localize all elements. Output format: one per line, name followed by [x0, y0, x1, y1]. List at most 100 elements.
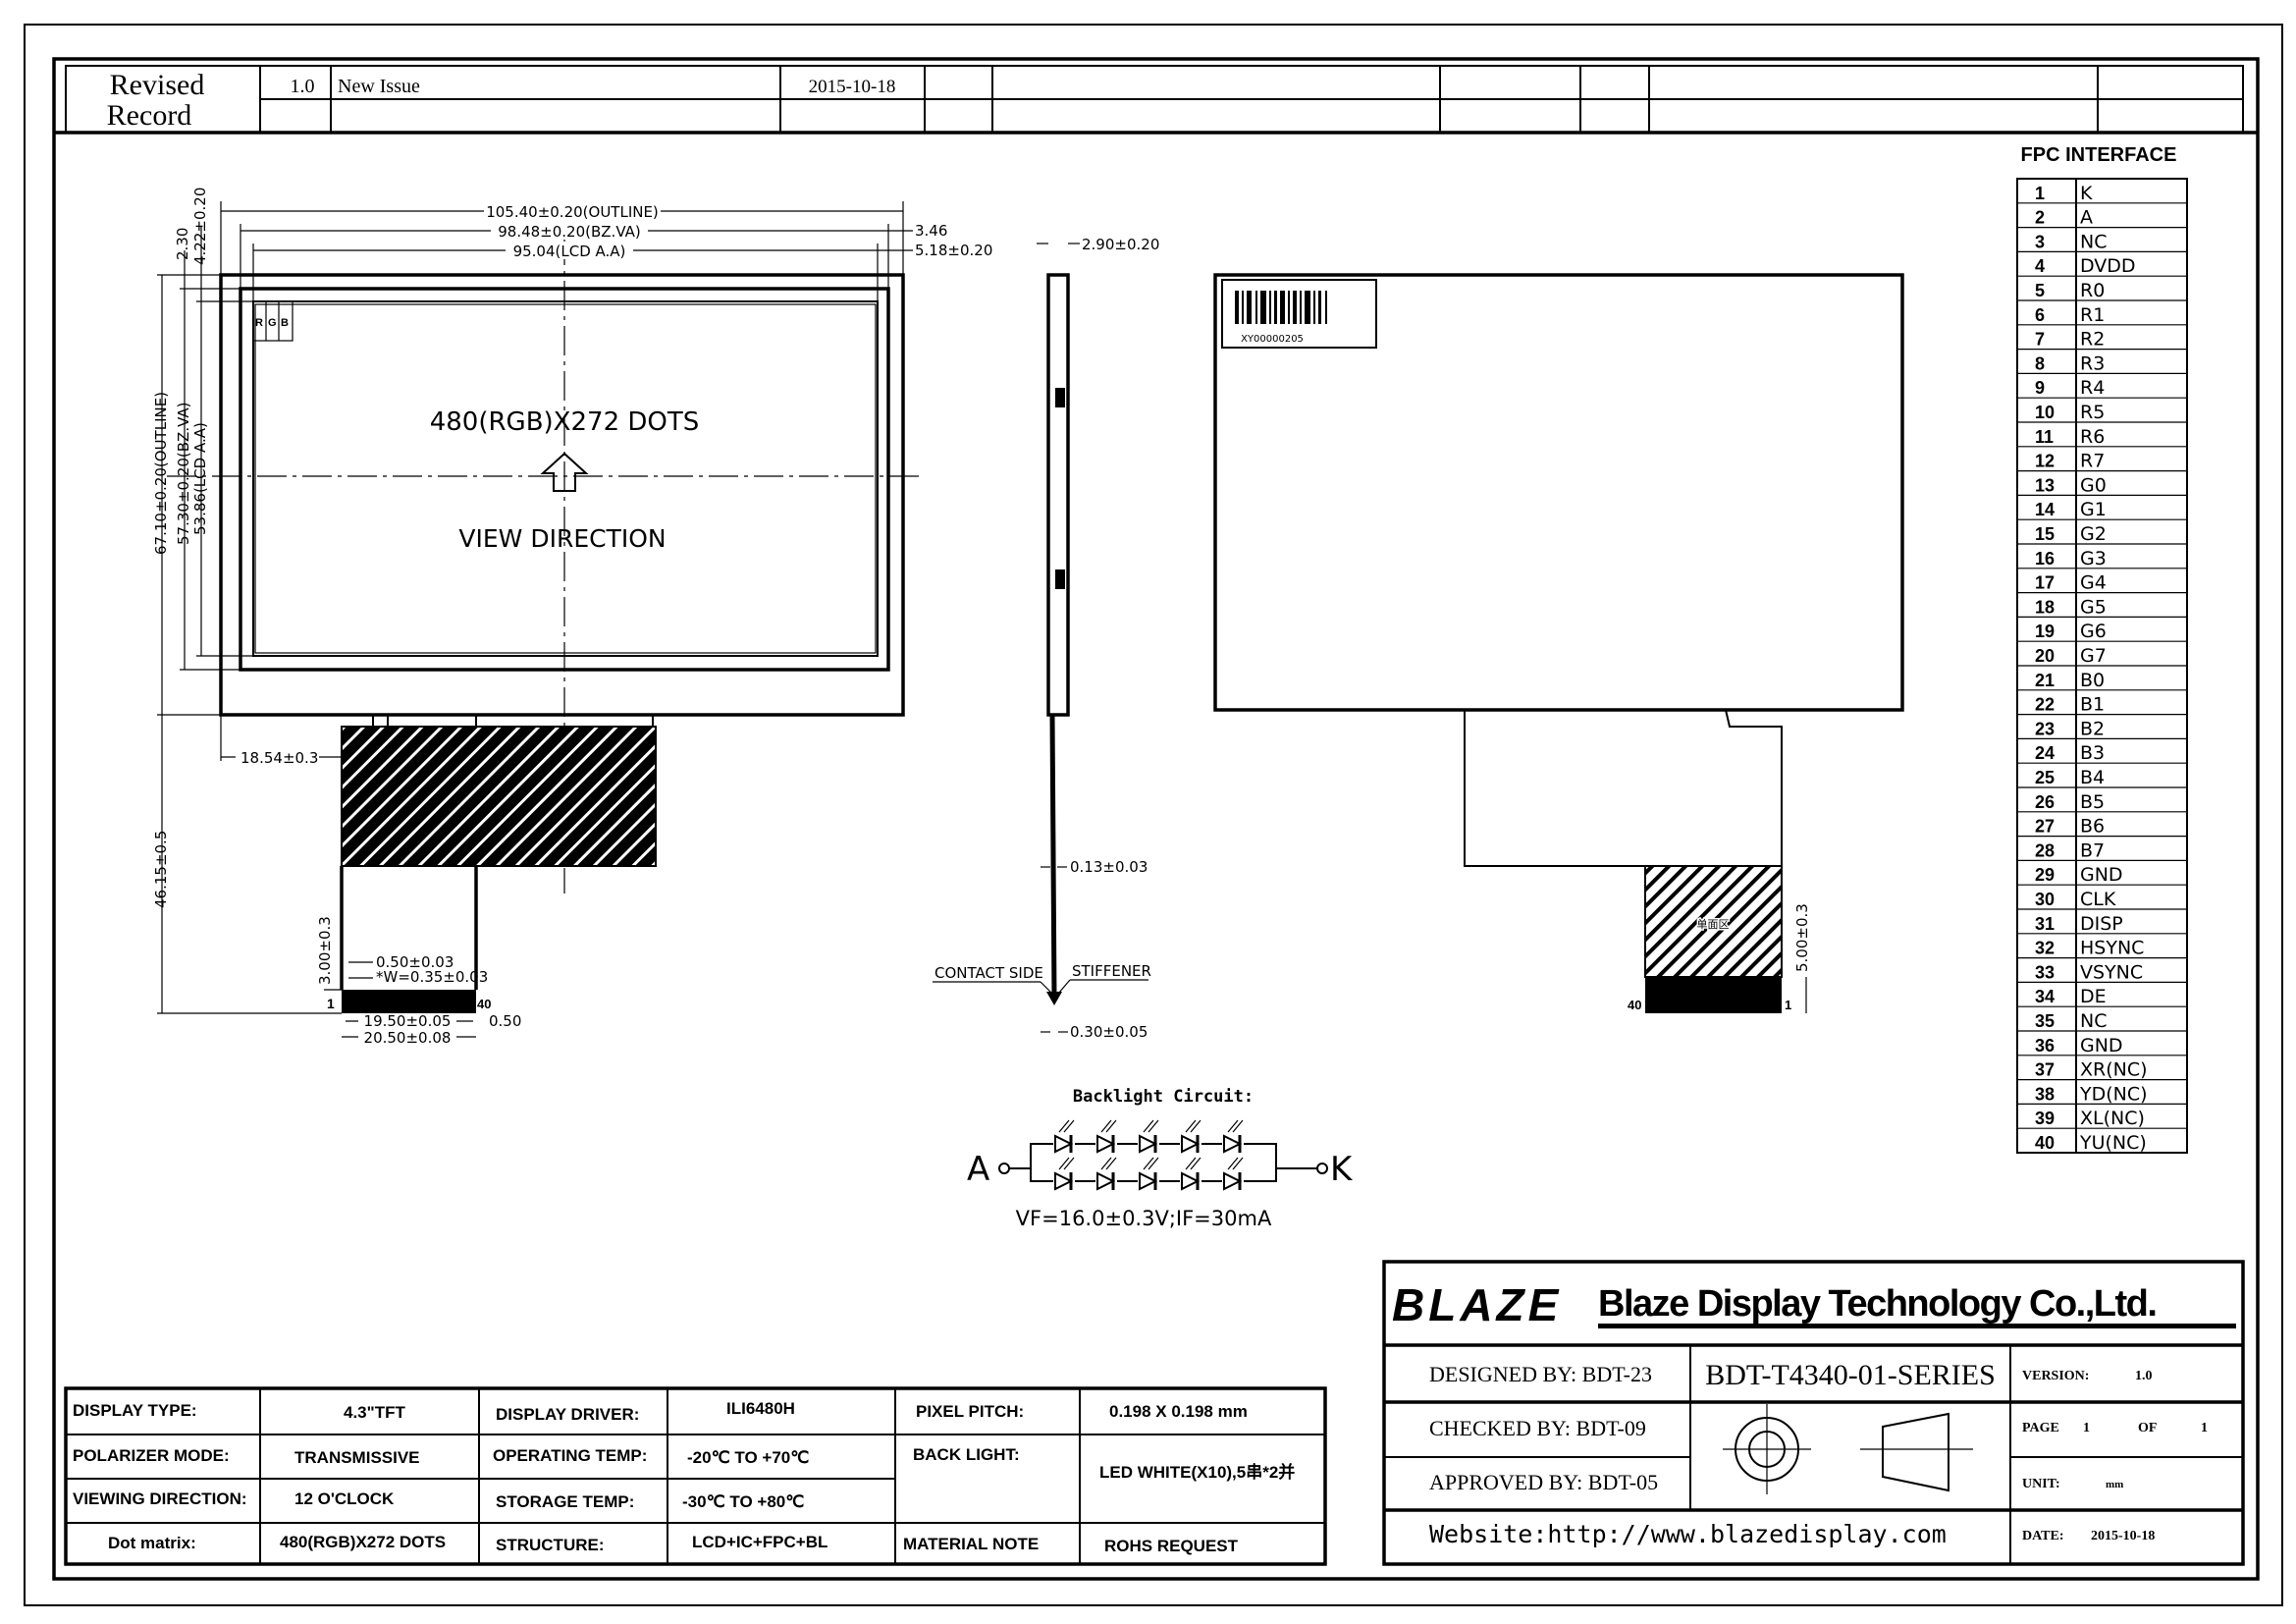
view-direction-label: VIEW DIRECTION: [458, 524, 666, 553]
spec-value: ROHS REQUEST: [1104, 1537, 1239, 1555]
pin-number: 38: [2035, 1084, 2055, 1104]
pin-number: 26: [2035, 792, 2055, 812]
pin-number: 3: [2035, 232, 2045, 251]
fpc-contacts: [342, 990, 476, 1013]
pin-number: 27: [2035, 817, 2055, 837]
title-block: BLAZE Blaze Display Technology Co.,Ltd. …: [1382, 1260, 2245, 1566]
pin-signal: GND: [2080, 1035, 2123, 1056]
company-name: Blaze Display Technology Co.,Ltd.: [1598, 1283, 2156, 1325]
barcode-text: XY00000205: [1241, 334, 1304, 345]
subpixel-r: R: [255, 317, 263, 329]
pin-number: 12: [2035, 452, 2055, 471]
backlight-title: Backlight Circuit:: [1073, 1087, 1254, 1107]
spec-label: DISPLAY TYPE:: [73, 1401, 197, 1420]
spec-value: -20℃ TO +70℃: [687, 1448, 809, 1467]
led-diode-icon: [1180, 1157, 1201, 1191]
pin-number: 40: [2035, 1133, 2055, 1153]
dim-bz-width: 98.48±0.20(BZ.VA): [498, 223, 641, 241]
barcode-icon: [1235, 291, 1327, 324]
pin-number: 37: [2035, 1060, 2055, 1080]
pin-number: 25: [2035, 768, 2055, 787]
pin-signal: R5: [2080, 402, 2105, 423]
spec-value: 12 O'CLOCK: [294, 1489, 395, 1508]
spec-label: MATERIAL NOTE: [903, 1535, 1039, 1553]
dim-pins-width: 19.50±0.05: [364, 1012, 452, 1030]
dim-bz-height: 57.30±0.20(BZ.VA): [175, 402, 192, 545]
pin-number: 29: [2035, 865, 2055, 885]
pin-number: 30: [2035, 890, 2055, 909]
pin-number: 28: [2035, 840, 2055, 860]
led-diode-icon: [1053, 1119, 1075, 1154]
backlight-circuit: Backlight Circuit: A K VF=16.0±0.3V;IF=3…: [967, 1087, 1354, 1230]
pin-number: 13: [2035, 475, 2055, 495]
pin-signal: VSYNC: [2080, 961, 2143, 983]
back-view: XY00000205 单面区 40 1 5.00±0.3: [1213, 273, 1904, 1013]
spec-label: PIXEL PITCH:: [916, 1402, 1024, 1421]
pin-number: 14: [2035, 500, 2055, 519]
back-pin-first: 1: [1785, 998, 1791, 1012]
led-diode-icon: [1222, 1119, 1244, 1154]
spec-label: BACK LIGHT:: [913, 1445, 1020, 1464]
led-diode-icon: [1222, 1157, 1244, 1191]
pin-signal: B1: [2080, 694, 2105, 716]
spec-table: DISPLAY TYPE: 4.3"TFT DISPLAY DRIVER: IL…: [64, 1386, 1327, 1566]
projection-symbol-icon: [1723, 1404, 1973, 1494]
pin-signal: G6: [2080, 621, 2107, 642]
pin-number: 6: [2035, 305, 2045, 325]
led-diode-icon: [1053, 1157, 1075, 1191]
spec-value: 4.3"TFT: [344, 1403, 405, 1422]
led-diode-icon: [1180, 1119, 1201, 1154]
spec-label: POLARIZER MODE:: [73, 1446, 230, 1465]
pin-signal: R6: [2080, 426, 2105, 448]
dim-fpc-width: 20.50±0.08: [364, 1029, 452, 1047]
pin-signal: G5: [2080, 596, 2107, 618]
fpc-hatched-area: [341, 726, 657, 867]
pin-number: 33: [2035, 962, 2055, 982]
anode-label: A: [967, 1150, 989, 1189]
checked-by: CHECKED BY: BDT-09: [1429, 1416, 1646, 1440]
outer-border: [24, 24, 2283, 1606]
single-side-label: 单面区: [1697, 918, 1730, 931]
inner-border: [52, 57, 2260, 1581]
dim-pitch: 0.50±0.03: [376, 953, 454, 971]
led-diode-icon: [1095, 1119, 1117, 1154]
pin-signal: HSYNC: [2080, 938, 2144, 959]
spec-value: TRANSMISSIVE: [294, 1448, 420, 1467]
pin-signal: DE: [2080, 986, 2107, 1007]
spec-label: STRUCTURE:: [496, 1536, 605, 1554]
dim-edge: 0.50: [489, 1012, 521, 1030]
pin-number: 20: [2035, 646, 2055, 666]
pin-signal: NC: [2080, 1010, 2107, 1032]
designed-by: DESIGNED BY: BDT-23: [1429, 1362, 1652, 1386]
pin-signal: R2: [2080, 329, 2105, 351]
pin-number: 9: [2035, 378, 2045, 398]
pin-signal: B7: [2080, 839, 2105, 861]
dim-thickness: 2.90±0.20: [1082, 236, 1159, 253]
side-view: 2.90±0.20 0.13±0.03 CONTACT SIDE STIFFEN…: [933, 236, 1159, 1041]
version-label: VERSION:: [2022, 1369, 2089, 1383]
pin-number: 10: [2035, 403, 2055, 422]
pin-number: 1: [2035, 184, 2045, 203]
spec-label: VIEWING DIRECTION:: [73, 1489, 247, 1508]
spec-value: 480(RGB)X272 DOTS: [280, 1533, 446, 1551]
